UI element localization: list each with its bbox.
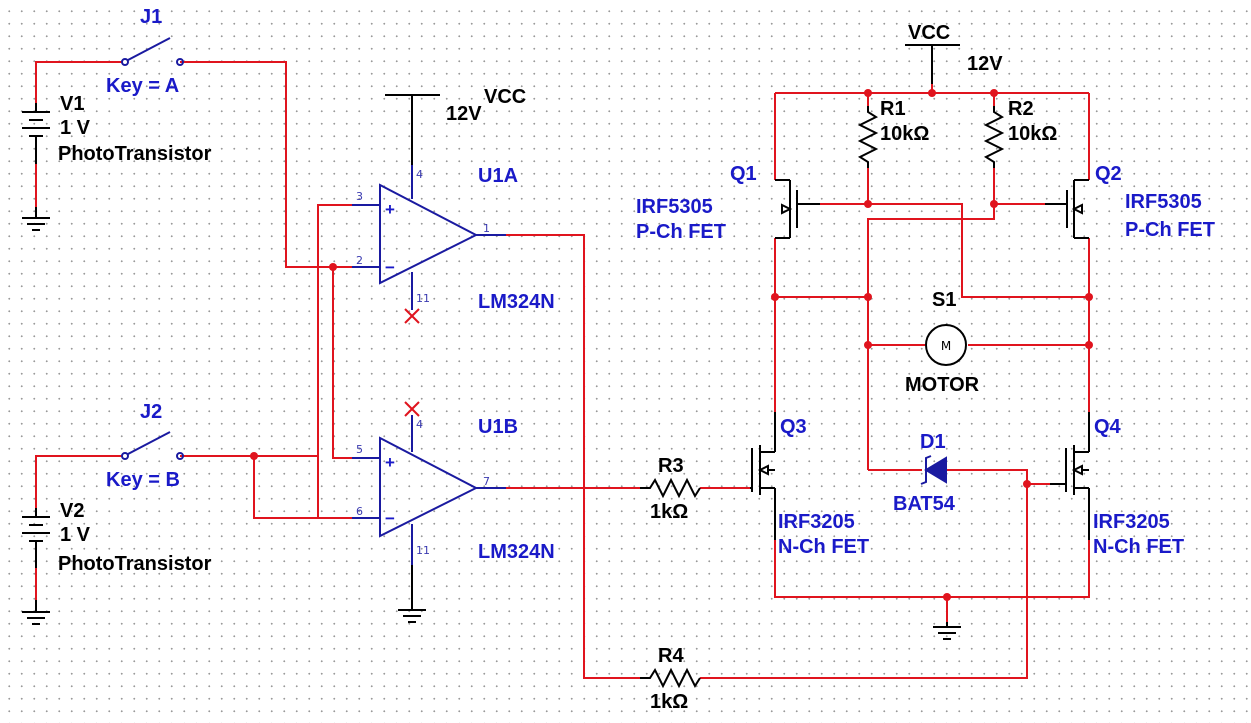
switch-j1: J1 Key = A <box>106 6 184 97</box>
r2-ref: R2 <box>1008 98 1034 120</box>
u1b-part: LM324N <box>478 541 555 563</box>
u1b-pin-plus: 5 <box>356 443 363 456</box>
q2-part: IRF5305 <box>1125 191 1202 213</box>
vcc-top-voltage: 12V <box>967 53 1003 75</box>
u1b-plus-sign: + <box>385 453 395 472</box>
motor-s1: M S1 MOTOR <box>905 289 980 396</box>
vcc-left: 12V VCC <box>385 86 526 165</box>
u1a-pin-plus: 3 <box>356 190 363 203</box>
u1a-nc-mark <box>404 308 420 324</box>
q4-ref: Q4 <box>1094 416 1122 438</box>
source-v2-value: 1 V <box>60 524 91 546</box>
mosfet-q1: Q1 IRF5305 P-Ch FET <box>636 163 820 243</box>
opamp-u1b: + − 5 6 7 4 11 U1B LM324N <box>352 401 555 565</box>
source-v1-desc: PhotoTransistor <box>58 143 212 165</box>
ground-bridge <box>933 622 961 640</box>
vcc-top-name: VCC <box>908 22 950 44</box>
r2-value: 10kΩ <box>1008 123 1057 145</box>
ground-v1 <box>22 207 50 231</box>
d1-part: BAT54 <box>893 493 956 515</box>
u1a-plus-sign: + <box>385 200 395 219</box>
q3-type: N-Ch FET <box>778 536 869 558</box>
resistor-r4: R4 1kΩ <box>640 645 701 713</box>
mosfet-q3: Q3 IRF3205 N-Ch FET <box>750 412 869 558</box>
q1-type: P-Ch FET <box>636 221 726 243</box>
junction-dots <box>250 89 1093 601</box>
r3-ref: R3 <box>658 455 684 477</box>
u1a-pin-vp: 4 <box>416 168 423 181</box>
u1a-minus-sign: − <box>385 258 395 277</box>
r3-value: 1kΩ <box>650 501 688 523</box>
u1b-ref: U1B <box>478 416 518 438</box>
diode-d1: D1 BAT54 <box>893 431 956 515</box>
u1a-pin-minus: 2 <box>356 254 363 267</box>
d1-ref: D1 <box>920 431 946 453</box>
source-v1-value: 1 V <box>60 117 91 139</box>
q2-type: P-Ch FET <box>1125 219 1215 241</box>
q4-type: N-Ch FET <box>1093 536 1184 558</box>
u1a-pin-vn: 11 <box>416 292 430 305</box>
r1-ref: R1 <box>880 98 906 120</box>
q1-part: IRF5305 <box>636 196 713 218</box>
source-v2: V2 1 V PhotoTransistor <box>22 500 212 575</box>
resistor-r1: R1 10kΩ <box>857 98 929 168</box>
source-v1: V1 1 V PhotoTransistor <box>22 93 212 165</box>
u1b-pin-vp: 4 <box>416 418 423 431</box>
opamp-u1a: + − 3 2 1 4 11 U1A LM324N <box>352 165 555 324</box>
switch-j2-ref: J2 <box>140 401 162 423</box>
mosfet-q4: Q4 IRF3205 N-Ch FET <box>1050 412 1184 558</box>
q4-part: IRF3205 <box>1093 511 1170 533</box>
q3-ref: Q3 <box>780 416 807 438</box>
resistor-r3: R3 1kΩ <box>640 455 701 523</box>
source-v1-ref: V1 <box>60 93 84 115</box>
u1a-part: LM324N <box>478 291 555 313</box>
source-v2-ref: V2 <box>60 500 84 522</box>
r4-value: 1kΩ <box>650 691 688 713</box>
vcc-top: VCC 12V <box>905 22 1003 84</box>
motor-name: MOTOR <box>905 374 980 396</box>
q1-ref: Q1 <box>730 163 757 185</box>
vcc-left-voltage: 12V <box>446 103 482 125</box>
u1b-pin-vn: 11 <box>416 544 430 557</box>
motor-ref: S1 <box>932 289 956 311</box>
r1-value: 10kΩ <box>880 123 929 145</box>
u1b-nc-mark <box>404 401 420 417</box>
u1b-minus-sign: − <box>385 509 395 528</box>
mosfet-q2: Q2 IRF5305 P-Ch FET <box>1045 163 1215 241</box>
u1b-pin-out: 7 <box>483 475 490 488</box>
u1b-pin-minus: 6 <box>356 505 363 518</box>
switch-j2: J2 Key = B <box>106 401 184 491</box>
q3-part: IRF3205 <box>778 511 855 533</box>
switch-j1-key: Key = A <box>106 75 179 97</box>
vcc-left-name: VCC <box>484 86 526 108</box>
u1a-ref: U1A <box>478 165 518 187</box>
u1a-pin-out: 1 <box>483 222 490 235</box>
r4-ref: R4 <box>658 645 684 667</box>
motor-symbol: M <box>941 339 951 353</box>
switch-j2-key: Key = B <box>106 469 180 491</box>
ground-u1b <box>398 565 426 623</box>
resistor-r2: R2 10kΩ <box>983 98 1057 168</box>
source-v2-desc: PhotoTransistor <box>58 553 212 575</box>
ground-v2 <box>22 600 50 625</box>
q2-ref: Q2 <box>1095 163 1122 185</box>
switch-j1-ref: J1 <box>140 6 162 28</box>
